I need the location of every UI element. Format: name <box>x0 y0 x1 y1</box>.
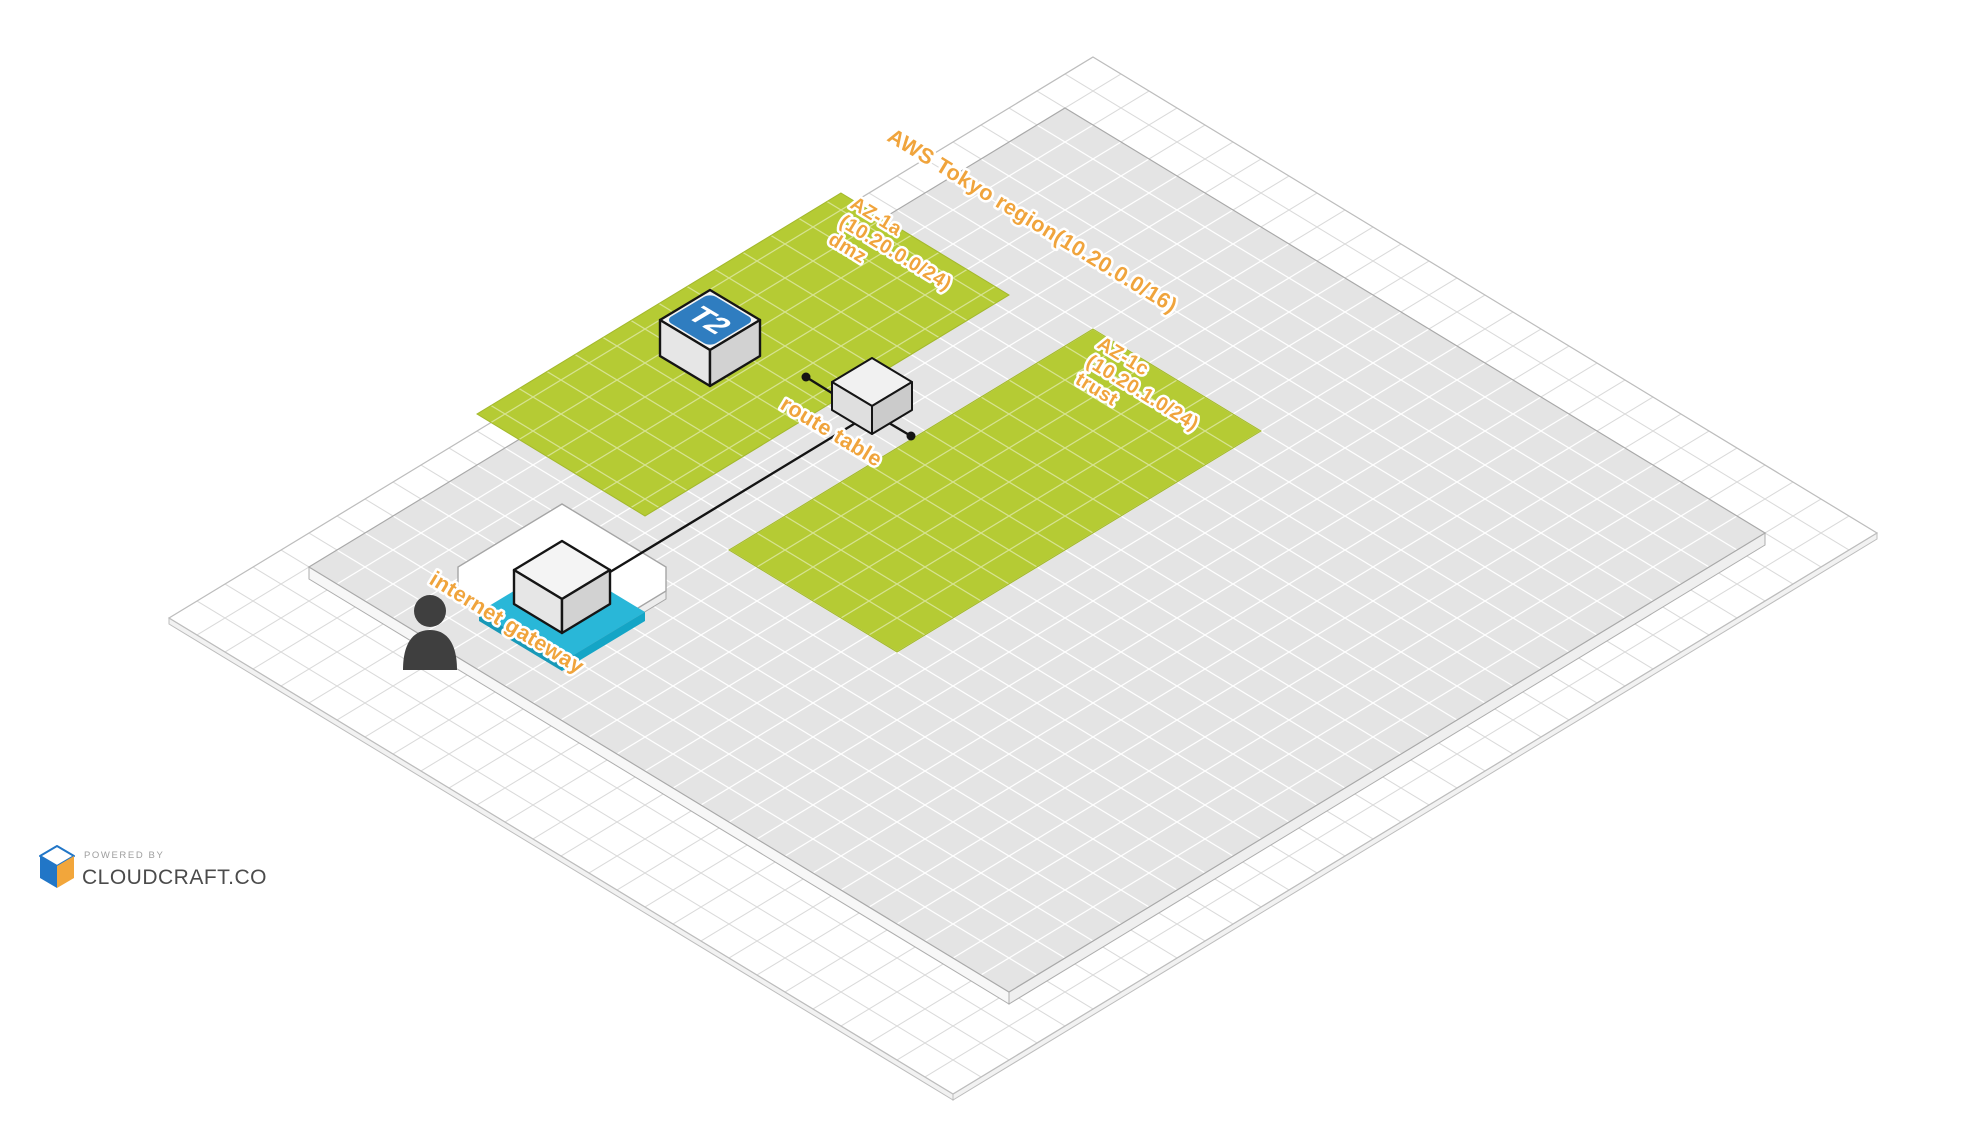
user-icon <box>403 595 457 670</box>
route-table-node[interactable] <box>831 357 913 435</box>
brand-text[interactable]: CLOUDCRAFT.CO <box>82 866 267 889</box>
igw-platform-side-left <box>479 612 562 671</box>
connection-dot-dmz <box>801 372 811 382</box>
cloudcraft-logo-icon <box>39 845 75 888</box>
ec2-badge: T2 <box>668 295 752 345</box>
cube-right-face <box>871 381 913 435</box>
igw-platform-side-right <box>562 612 645 671</box>
subnet-trust[interactable] <box>728 328 1262 653</box>
internet-gateway-node[interactable] <box>512 539 612 635</box>
cloudcraft-logo[interactable]: POWERED BY CLOUDCRAFT.CO <box>39 845 267 889</box>
cube-right-face <box>560 568 612 635</box>
powered-by-text: POWERED BY <box>84 850 164 861</box>
user-icon-head <box>414 595 446 627</box>
cube-right-face <box>708 318 762 388</box>
ec2-instance-node[interactable]: T2 <box>658 288 762 388</box>
connection-dot-trust <box>906 431 916 441</box>
user-icon-body <box>403 630 457 670</box>
